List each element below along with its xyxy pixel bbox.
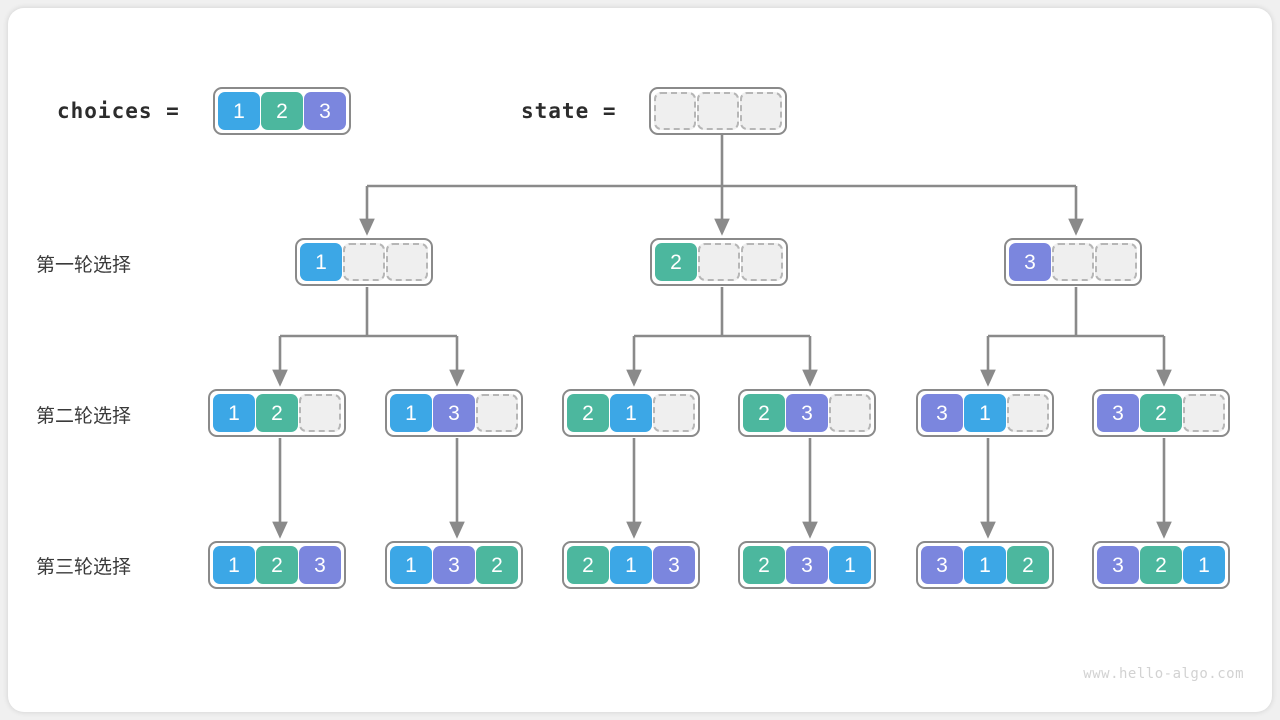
round1-2-cell-2 — [698, 243, 740, 281]
choices-cell-1: 1 — [218, 92, 260, 130]
row-label-round-3: 第三轮选择 — [36, 557, 132, 578]
state-cell-2 — [697, 92, 739, 130]
row-label-round-2: 第二轮选择 — [36, 406, 132, 427]
round2-1-cell-3 — [299, 394, 341, 432]
round3-2-cell-3: 2 — [476, 546, 518, 584]
round2-1-cell-2: 2 — [256, 394, 298, 432]
round2-6-cell-1: 3 — [1097, 394, 1139, 432]
state-cell-1 — [654, 92, 696, 130]
round2-5-cell-2: 1 — [964, 394, 1006, 432]
round2-3-cell-3 — [653, 394, 695, 432]
node-round1-3: 3 — [1004, 238, 1142, 286]
round3-2-cell-2: 3 — [433, 546, 475, 584]
round3-6-cell-3: 1 — [1183, 546, 1225, 584]
round1-2-cell-1: 2 — [655, 243, 697, 281]
round3-4-cell-3: 1 — [829, 546, 871, 584]
round2-2-cell-3 — [476, 394, 518, 432]
watermark: www.hello-algo.com — [1083, 666, 1244, 682]
round3-1-cell-2: 2 — [256, 546, 298, 584]
diagram-card — [8, 8, 1272, 712]
round1-1-cell-2 — [343, 243, 385, 281]
round3-3-cell-1: 2 — [567, 546, 609, 584]
round3-4-cell-2: 3 — [786, 546, 828, 584]
round3-5-cell-1: 3 — [921, 546, 963, 584]
round1-3-cell-1: 3 — [1009, 243, 1051, 281]
round3-5-cell-2: 1 — [964, 546, 1006, 584]
round3-6-cell-1: 3 — [1097, 546, 1139, 584]
state-cell-3 — [740, 92, 782, 130]
round3-3-cell-2: 1 — [610, 546, 652, 584]
round2-1-cell-1: 1 — [213, 394, 255, 432]
round2-4-cell-3 — [829, 394, 871, 432]
round3-2-cell-1: 1 — [390, 546, 432, 584]
round2-6-cell-3 — [1183, 394, 1225, 432]
choices-cell-3: 3 — [304, 92, 346, 130]
round1-3-cell-3 — [1095, 243, 1137, 281]
round1-1-cell-1: 1 — [300, 243, 342, 281]
state-label: state = — [521, 99, 617, 123]
round2-3-cell-1: 2 — [567, 394, 609, 432]
round1-3-cell-2 — [1052, 243, 1094, 281]
round3-1-cell-1: 1 — [213, 546, 255, 584]
round3-4-cell-1: 2 — [743, 546, 785, 584]
round2-2-cell-2: 3 — [433, 394, 475, 432]
round2-5-cell-1: 3 — [921, 394, 963, 432]
choices-label: choices = — [57, 99, 180, 123]
round1-2-cell-3 — [741, 243, 783, 281]
round2-2-cell-1: 1 — [390, 394, 432, 432]
row-label-round-1: 第一轮选择 — [36, 255, 132, 276]
node-round1-1: 1 — [295, 238, 433, 286]
choices-cell-2: 2 — [261, 92, 303, 130]
round2-3-cell-2: 1 — [610, 394, 652, 432]
round3-5-cell-3: 2 — [1007, 546, 1049, 584]
node-round1-2: 2 — [650, 238, 788, 286]
round2-6-cell-2: 2 — [1140, 394, 1182, 432]
state-array — [649, 87, 787, 135]
round2-5-cell-3 — [1007, 394, 1049, 432]
round2-4-cell-1: 2 — [743, 394, 785, 432]
round1-1-cell-3 — [386, 243, 428, 281]
round2-4-cell-2: 3 — [786, 394, 828, 432]
round3-1-cell-3: 3 — [299, 546, 341, 584]
round3-3-cell-3: 3 — [653, 546, 695, 584]
round3-6-cell-2: 2 — [1140, 546, 1182, 584]
